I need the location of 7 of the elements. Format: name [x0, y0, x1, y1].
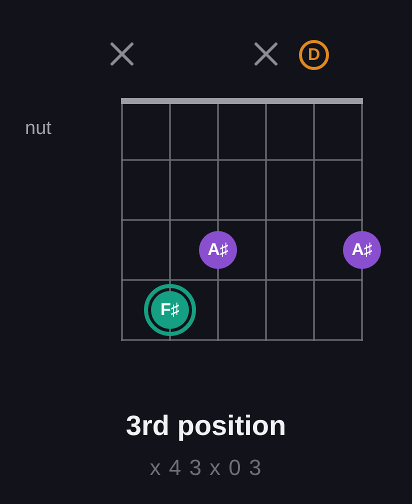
- note-dot: A♯: [343, 231, 381, 269]
- ringed-note-dot: F♯: [144, 284, 196, 336]
- fingering-text: x 4 3 x 0 3: [150, 455, 262, 481]
- note-dot: A♯: [199, 231, 237, 269]
- chord-position-title: 3rd position: [126, 410, 286, 442]
- nut-label: nut: [25, 118, 52, 140]
- open-string-marker: D: [299, 40, 329, 70]
